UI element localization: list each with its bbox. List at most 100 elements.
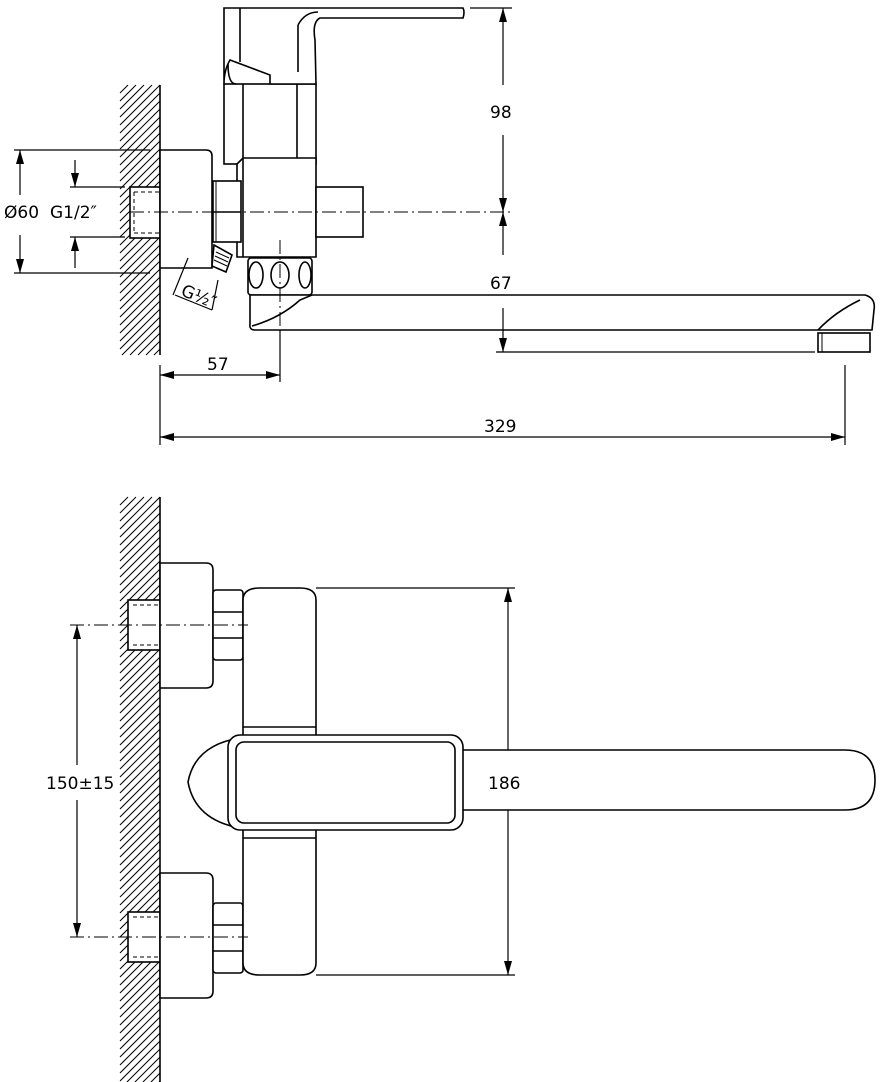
- outlet-thread-label: G½″: [178, 281, 219, 313]
- hatch-line: [119, 568, 161, 610]
- dimension-inlet-spacing: 150±15: [46, 625, 114, 937]
- hatch-line: [126, 1048, 161, 1082]
- hatch-line: [119, 792, 161, 834]
- hatch-line: [119, 1032, 161, 1074]
- hatch-line: [119, 704, 161, 746]
- hatch-line: [119, 816, 161, 858]
- hatch-line: [119, 984, 161, 1026]
- hatch-line: [119, 848, 161, 890]
- hatch-line: [119, 960, 161, 1002]
- hatch-line: [119, 736, 161, 778]
- hatch-line: [137, 332, 161, 356]
- hatch-line: [119, 696, 161, 738]
- hatch-line: [119, 124, 161, 166]
- hatch-line: [119, 1000, 161, 1042]
- hatch-line: [119, 800, 161, 842]
- side-view: Ø60 G1/2″ G½″ 98 67: [4, 7, 876, 445]
- hatch-line: [119, 784, 161, 826]
- hatch-line: [119, 744, 161, 786]
- hatch-line: [119, 720, 161, 762]
- hatch-line: [119, 768, 161, 810]
- hatch-line: [119, 664, 161, 706]
- hatch-line: [134, 1056, 161, 1082]
- inlet-spacing-label: 150±15: [46, 774, 114, 794]
- hatch-line: [119, 992, 161, 1034]
- hatch-line: [119, 496, 129, 506]
- hatch-line: [119, 1016, 161, 1058]
- wall-flange-lower: [159, 872, 214, 999]
- hatch-line: [119, 108, 161, 150]
- hatch-line: [119, 164, 161, 206]
- hatch-line: [119, 1040, 161, 1082]
- hatch-line: [121, 316, 161, 356]
- hatch-line: [119, 92, 161, 134]
- hatch-line: [119, 872, 161, 914]
- hatch-line: [119, 496, 153, 530]
- height-label: 98: [490, 103, 512, 123]
- dimension-flange-diameter: Ø60 G1/2″: [4, 149, 150, 274]
- hatch-line: [119, 1008, 161, 1050]
- wall-to-body-label: 57: [207, 355, 229, 375]
- dimension-total-reach: 329: [160, 365, 846, 445]
- hatch-line: [119, 656, 161, 698]
- wall-hatch-top-view: [119, 496, 161, 1082]
- hatch-line: [142, 1064, 161, 1082]
- hatch-line: [119, 140, 161, 182]
- hatch-line: [119, 680, 161, 722]
- hatch-line: [119, 544, 161, 586]
- body-column: [223, 83, 317, 165]
- hatch-line: [153, 348, 161, 356]
- hatch-line: [119, 672, 161, 714]
- hatch-line: [119, 100, 161, 142]
- hatch-line: [119, 888, 161, 930]
- angled-fitting: [211, 243, 233, 274]
- hatch-line: [119, 528, 161, 570]
- dimension-wall-to-body: 57: [159, 330, 281, 445]
- hatch-line: [119, 308, 161, 350]
- hatch-line: [119, 728, 161, 770]
- dimension-height: 98: [470, 7, 512, 212]
- hatch-line: [119, 236, 161, 278]
- hatch-line: [119, 116, 161, 158]
- lever-handle: [223, 7, 465, 85]
- hatch-line: [119, 244, 161, 286]
- hatch-line: [119, 84, 137, 102]
- hatch-line: [119, 712, 161, 754]
- hatch-line: [119, 648, 161, 690]
- dimension-body-length: 186: [316, 587, 520, 976]
- dimension-outlet-drop: 67: [490, 212, 815, 353]
- hatch-line: [119, 504, 161, 546]
- hatch-line: [119, 496, 137, 514]
- hatch-line: [119, 808, 161, 850]
- hatch-line: [119, 776, 161, 818]
- hatch-line: [119, 292, 161, 334]
- flange-diameter-label: Ø60: [4, 203, 39, 223]
- handle-cap-top: [187, 734, 464, 831]
- hatch-line: [119, 496, 161, 538]
- hatch-line: [119, 856, 161, 898]
- hatch-line: [119, 520, 161, 562]
- wall-flange-upper: [159, 562, 214, 689]
- hatch-line: [119, 132, 161, 174]
- hatch-line: [119, 84, 145, 110]
- spout-top: [454, 749, 876, 811]
- outlet-drop-label: 67: [490, 274, 512, 294]
- hatch-line: [119, 512, 161, 554]
- hatch-line: [119, 1024, 161, 1066]
- hatch-line: [119, 84, 129, 94]
- hatch-line: [119, 864, 161, 906]
- top-view: 150±15 186: [46, 497, 876, 1082]
- hatch-line: [119, 976, 161, 1018]
- hatch-line: [129, 324, 161, 356]
- inlet-pipe-lower: [127, 911, 161, 963]
- aerator-outlet: [817, 332, 871, 353]
- hatch-line: [119, 284, 161, 326]
- inlet-thread-label: G1/2″: [50, 203, 97, 223]
- hatch-line: [119, 824, 161, 866]
- hatch-line: [119, 968, 161, 1010]
- hatch-line: [119, 260, 161, 302]
- hatch-line: [119, 752, 161, 794]
- hatch-line: [119, 832, 161, 874]
- hatch-line: [119, 268, 161, 310]
